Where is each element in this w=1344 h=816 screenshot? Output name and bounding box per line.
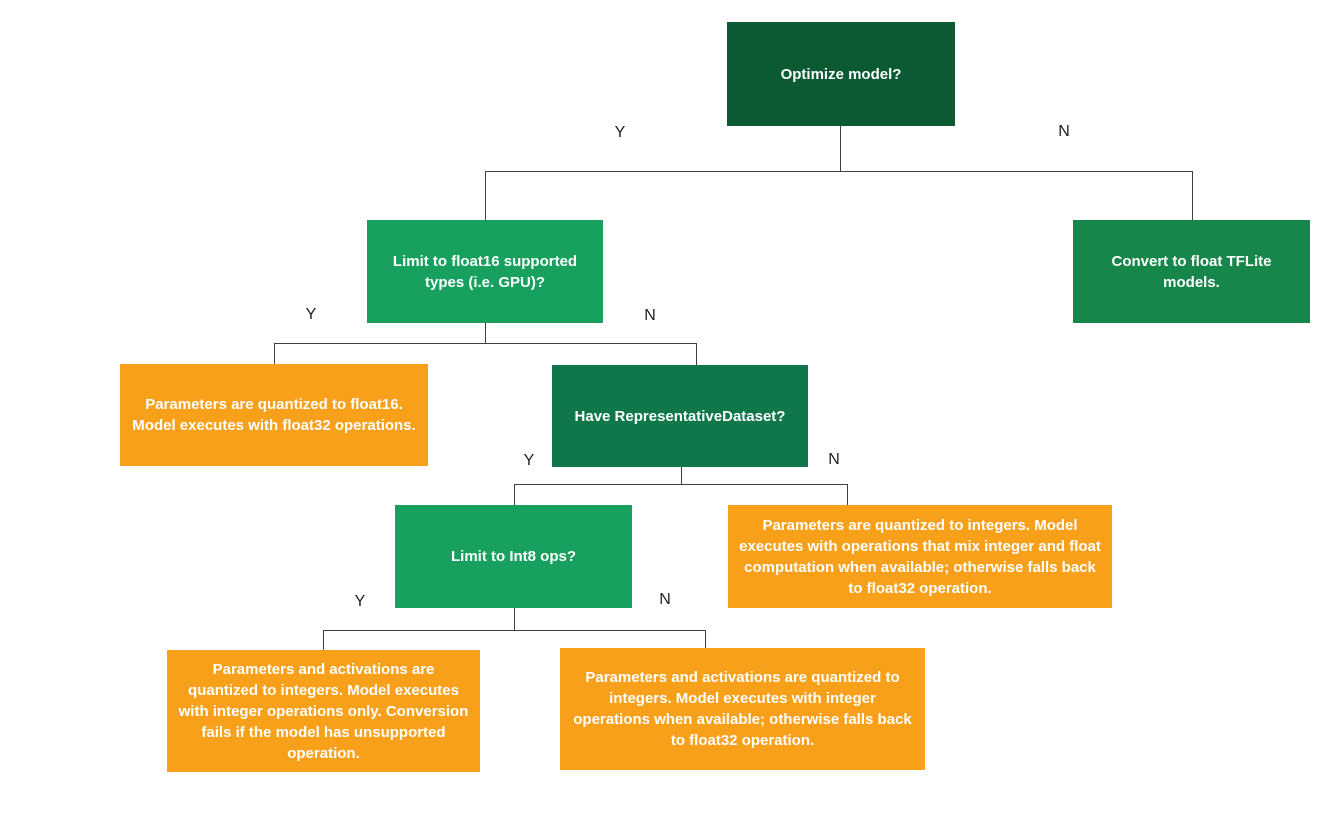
node-integer-fallback-outcome: Parameters and activations are quantized… (560, 648, 925, 770)
edge-label-int8-yes: Y (354, 593, 366, 610)
node-limit-int8-ops: Limit to Int8 ops? (395, 505, 632, 608)
node-mixed-integer-outcome: Parameters are quantized to integers. Mo… (728, 505, 1112, 608)
connector-line (485, 323, 486, 343)
node-label: Parameters and activations are quantized… (178, 660, 469, 762)
edge-label-optimize-yes: Y (614, 124, 626, 141)
edge-label-repdataset-yes: Y (523, 452, 535, 469)
connector-line (681, 467, 682, 484)
connector-line (485, 171, 1193, 172)
connector-line (485, 171, 486, 220)
edge-label-float16-no: N (644, 307, 656, 324)
connector-line (323, 630, 705, 631)
edge-label-int8-no: N (659, 591, 671, 608)
node-label: Optimize model? (780, 65, 902, 83)
node-convert-float-tflite: Convert to float TFLite models. (1073, 220, 1310, 323)
connector-line (847, 484, 848, 505)
connector-line (514, 484, 515, 505)
node-label: Parameters are quantized to float16. Mod… (132, 396, 416, 434)
node-limit-float16: Limit to float16 supported types (i.e. G… (367, 220, 603, 323)
connector-line (274, 343, 275, 364)
node-label: Limit to float16 supported types (i.e. G… (392, 252, 578, 291)
edge-label-optimize-no: N (1058, 123, 1070, 140)
node-integer-only-outcome: Parameters and activations are quantized… (167, 650, 480, 772)
connector-line (1192, 171, 1193, 220)
connector-line (840, 126, 841, 171)
edge-label-float16-yes: Y (305, 306, 317, 323)
edge-label-repdataset-no: N (828, 451, 840, 468)
connector-line (696, 343, 697, 365)
node-have-representative-dataset: Have RepresentativeDataset? (552, 365, 808, 467)
node-label: Limit to Int8 ops? (451, 548, 576, 565)
connector-line (323, 630, 324, 650)
node-label: Have RepresentativeDataset? (574, 407, 786, 425)
connector-line (274, 343, 696, 344)
connector-line (705, 630, 706, 648)
node-optimize-model: Optimize model? (727, 22, 955, 126)
connector-line (514, 608, 515, 630)
node-label: Parameters are quantized to integers. Mo… (739, 516, 1101, 597)
node-label: Parameters and activations are quantized… (573, 669, 912, 749)
node-float16-outcome: Parameters are quantized to float16. Mod… (120, 364, 428, 466)
node-label: Convert to float TFLite models. (1111, 252, 1272, 291)
connector-line (514, 484, 847, 485)
